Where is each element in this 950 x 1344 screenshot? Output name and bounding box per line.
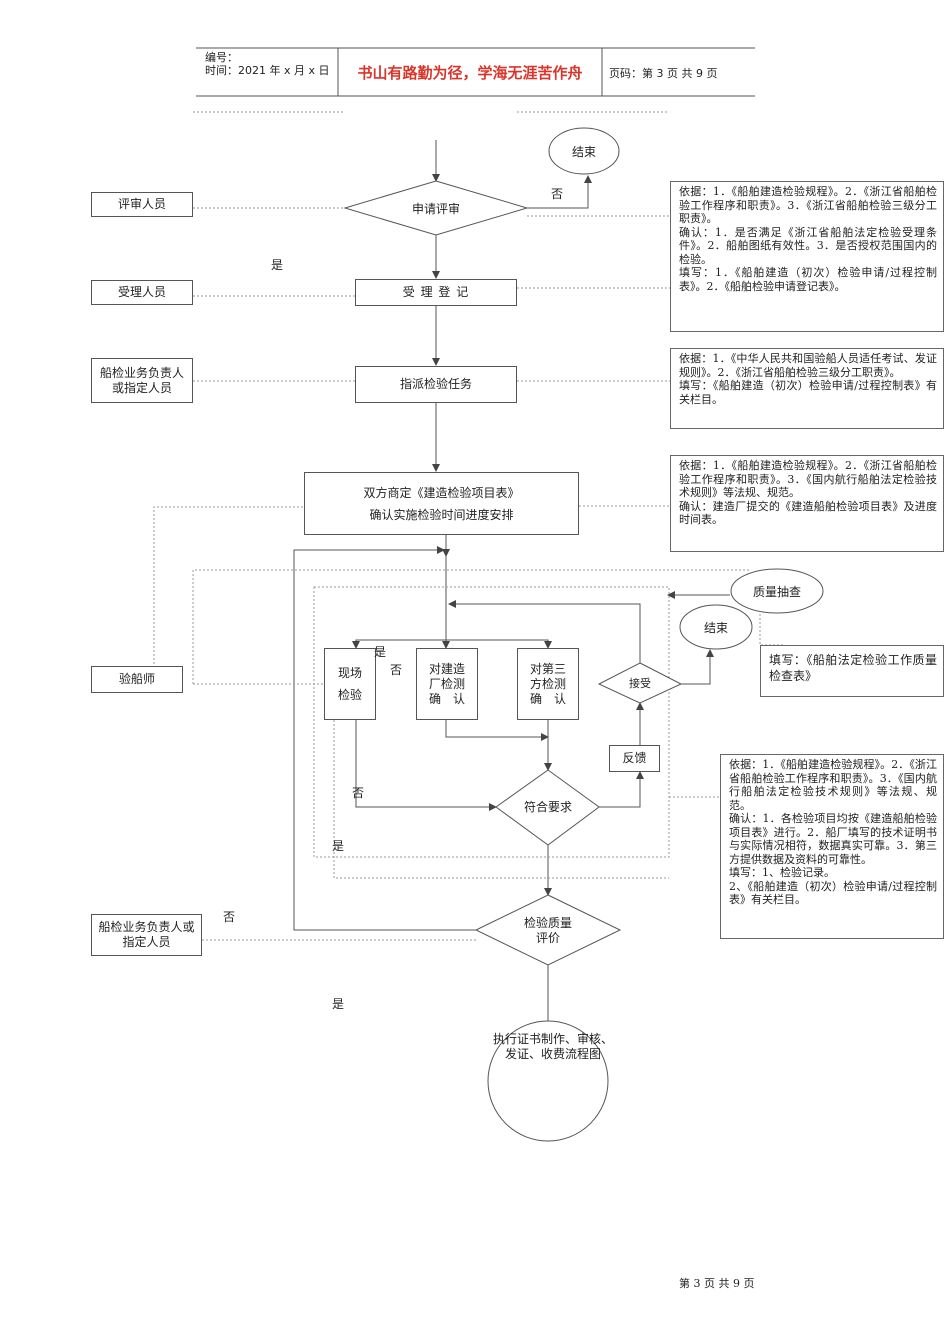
note-negotiate-basis: 依据：1．《船舶建造检验规程》。2．《浙江省船舶检验工作程序和职责》。3．《国内…: [670, 455, 944, 552]
note4-line: 填写：《船舶法定检验工作质量检查表》: [769, 653, 937, 683]
note5-line: 确认：1．各检验项目均按《建造船舶检验项目表》进行。2．船厂填写的技术证明书与实…: [729, 812, 937, 866]
note3-line: 确认：建造厂提交的《建造船舶检验项目表》及进度时间表。: [679, 499, 937, 527]
meets-requirement-decision: 符合要求: [523, 799, 572, 814]
header-date: 时间：2021 年 x 月 x 日: [205, 64, 330, 77]
note5-line: 依据：1．《船舶建造检验规程》。2．《浙江省船舶检验工作程序和职责》。3．《国内…: [729, 758, 937, 812]
site-line-2: 检验: [337, 688, 362, 702]
label-yes-meets: 是: [332, 839, 345, 853]
role-acceptor: 受理人员: [91, 280, 193, 305]
third-party-confirm-step: 对第三方检测确 认: [517, 648, 579, 720]
note-inspection-basis: 依据：1．《船舶建造检验规程》。2．《浙江省船舶检验工作程序和职责》。3．《国内…: [720, 754, 944, 939]
note1-line: 填写：1．《船舶建造（初次）检验申请/过程控制表》。2．《船舶检验申请登记表》。: [679, 266, 937, 293]
end-node-2: 结束: [703, 620, 728, 635]
role-surveyor: 验船师: [91, 666, 183, 693]
label-yes-site: 是: [374, 645, 387, 659]
quality-check-node: 质量抽查: [752, 584, 801, 599]
header-motto: 书山有路勤为径，学海无涯苦作舟: [357, 63, 583, 82]
label-yes-eval: 是: [332, 997, 345, 1011]
label-no-site: 否: [390, 663, 403, 677]
header-page: 页码：第 3 页 共 9 页: [609, 67, 718, 80]
register-step: 受 理 登 记: [355, 279, 517, 306]
note1-line: 确认：1．是否满足《浙江省船舶法定检验受理条件》。2．船舶图纸有效性。3．是否授…: [679, 225, 937, 266]
feedback-step: 反馈: [609, 745, 660, 772]
note-quality-check: 填写：《船舶法定检验工作质量检查表》: [760, 645, 944, 697]
role-business-head: 船检业务负责人或指定人员: [91, 358, 193, 403]
footer-page-number: 第 3 页 共 9 页: [679, 1277, 755, 1290]
label-no-meets: 否: [352, 786, 365, 800]
note2-line: 依据：1．《中华人民共和国验船人员适任考试、发证规则》。2．《浙江省船舶检验三级…: [679, 352, 937, 379]
site-inspection-step: 现场 检验: [324, 648, 376, 720]
note1-line: 依据：1．《船舶建造检验规程》。2．《浙江省船舶检验工作程序和职责》。3．《浙江…: [679, 185, 937, 225]
accept-decision: 接受: [629, 677, 651, 690]
assign-task-step: 指派检验任务: [355, 366, 517, 403]
label-yes-review: 是: [271, 258, 284, 272]
label-no-review: 否: [551, 187, 564, 201]
negotiate-line-1: 双方商定《建造检验项目表》: [363, 485, 520, 500]
quality-eval-decision: 检验质量评价: [523, 916, 572, 945]
apply-review-decision: 申请评审: [411, 201, 460, 216]
yard-confirm-step: 对建造厂检测确 认: [416, 648, 478, 720]
note3-line: 依据：1．《船舶建造检验规程》。2．《浙江省船舶检验工作程序和职责》。3．《国内…: [679, 459, 937, 499]
role-reviewer: 评审人员: [91, 192, 193, 217]
note5-line: 填写：1、检验记录。: [729, 866, 835, 879]
negotiate-step: 双方商定《建造检验项目表》 确认实施检验时间进度安排: [304, 472, 579, 535]
site-line-1: 现场: [337, 666, 362, 680]
negotiate-line-2: 确认实施检验时间进度安排: [369, 507, 514, 522]
cert-process-node: 执行证书制作、审核、发证、收费流程图: [493, 1032, 614, 1061]
header-meta: 编号： 时间：2021 年 x 月 x 日: [205, 51, 330, 77]
role-business-head-2: 船检业务负责人或指定人员: [91, 914, 202, 956]
note-assign-basis: 依据：1．《中华人民共和国验船人员适任考试、发证规则》。2．《浙江省船舶检验三级…: [670, 348, 944, 429]
header-code: 编号：: [205, 51, 238, 64]
label-no-eval: 否: [223, 910, 236, 924]
note-review-basis: 依据：1．《船舶建造检验规程》。2．《浙江省船舶检验工作程序和职责》。3．《浙江…: [670, 181, 944, 332]
note5-line: 2、《船舶建造（初次）检验申请/过程控制表》有关栏目。: [729, 879, 937, 907]
end-node-1: 结束: [571, 144, 596, 159]
note2-line: 填写：《船舶建造（初次）检验申请/过程控制表》有关栏目。: [679, 379, 937, 406]
